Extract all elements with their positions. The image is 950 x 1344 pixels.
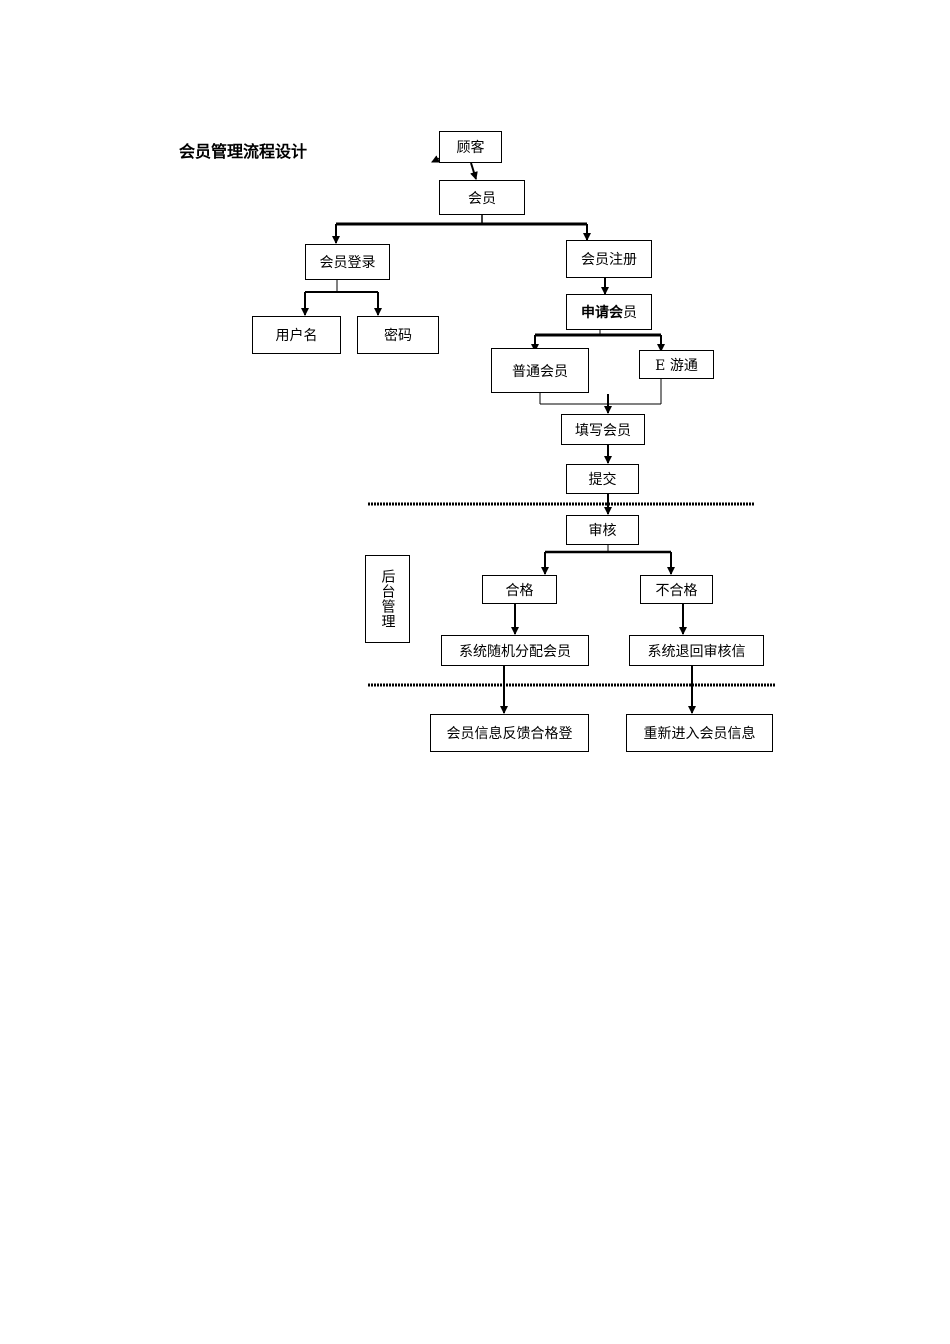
node-fill-member: 填写会员 [561,414,645,445]
node-regular-member: 普通会员 [491,348,589,393]
node-customer: 顾客 [439,131,502,163]
node-apply-member: 申请会员 [566,294,652,330]
node-unqualified: 不合格 [640,575,713,604]
node-username: 用户名 [252,316,341,354]
node-reenter: 重新进入会员信息 [626,714,773,752]
node-member-login: 会员登录 [305,244,390,280]
node-return-review: 系统退回审核信 [629,635,764,666]
page-title: 会员管理流程设计 [179,142,308,161]
node-submit: 提交 [566,464,639,494]
stray-arrow [431,155,441,163]
node-password: 密码 [357,316,439,354]
node-member-register: 会员注册 [566,240,652,278]
backend-management-label: 后台管理 [365,555,410,643]
node-feedback: 会员信息反馈合格登 [430,714,589,752]
arrow-customer-member [470,162,478,180]
node-review: 审核 [566,515,639,545]
node-e-tour: E 游通 [639,350,714,379]
node-member: 会员 [439,180,525,215]
node-assign-member: 系统随机分配会员 [441,635,589,666]
node-qualified: 合格 [482,575,557,604]
